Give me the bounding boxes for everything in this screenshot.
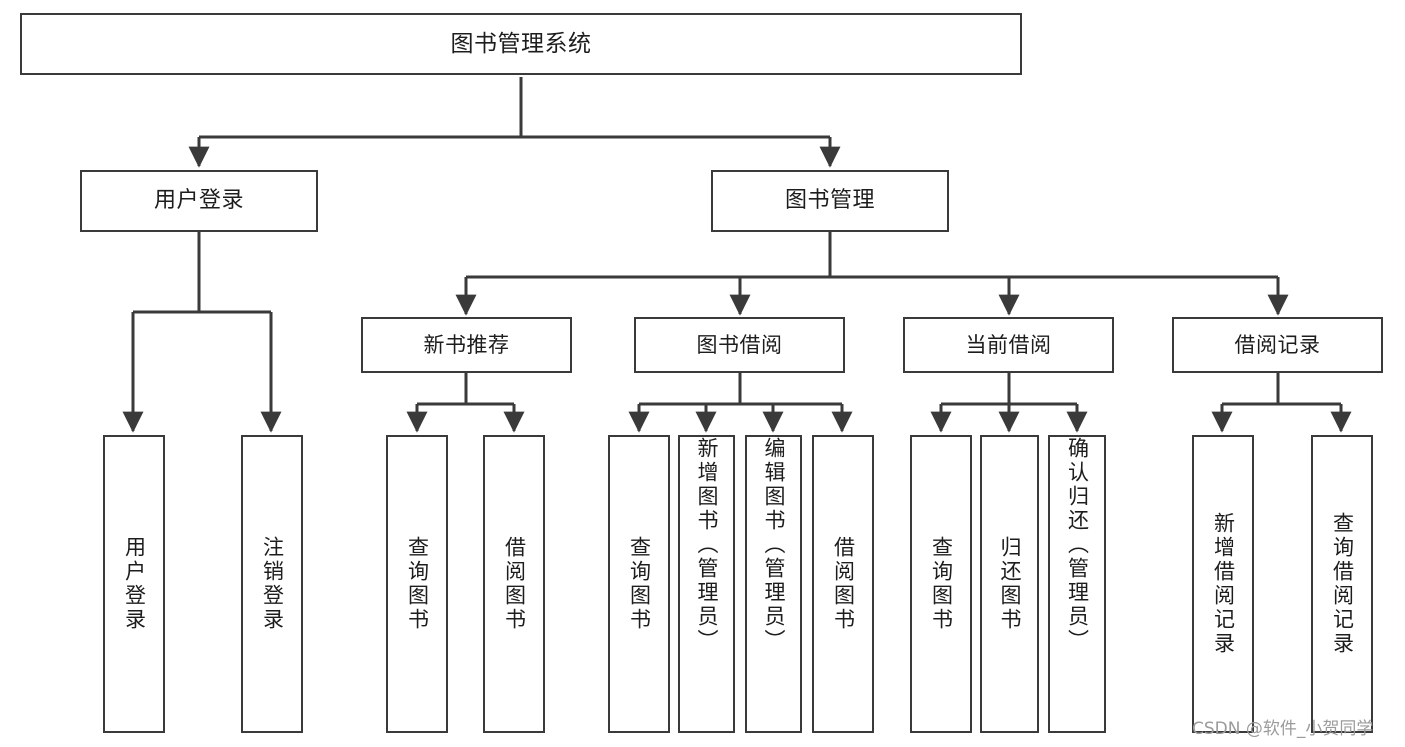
node-leaf-borrow-book[interactable]: 借阅图书 <box>812 435 874 733</box>
node-label: 查询借阅记录 <box>1330 512 1355 656</box>
watermark-text: CSDN @软件_小贺同学 <box>1192 719 1374 739</box>
node-label: 借阅图书 <box>831 536 856 632</box>
node-label: 借阅记录 <box>1234 332 1321 357</box>
node-label: 编辑图书（管理员） <box>762 437 786 653</box>
node-book-management[interactable]: 图书管理 <box>711 170 949 232</box>
node-leaf-add-book-admin[interactable]: 新增图书（管理员） <box>678 435 735 733</box>
node-label: 归还图书 <box>998 536 1022 632</box>
node-label: 新增图书（管理员） <box>695 437 719 653</box>
node-leaf-user-login[interactable]: 用户登录 <box>103 435 165 733</box>
node-leaf-logout[interactable]: 注销登录 <box>241 435 303 733</box>
node-leaf-return-book[interactable]: 归还图书 <box>980 435 1039 733</box>
node-label: 新增借阅记录 <box>1211 512 1236 656</box>
node-label: 用户登录 <box>122 536 147 632</box>
node-current-borrow[interactable]: 当前借阅 <box>903 317 1114 373</box>
node-label: 图书管理 <box>784 188 875 214</box>
node-label: 确认归还（管理员） <box>1065 437 1090 653</box>
node-label: 当前借阅 <box>965 332 1052 357</box>
node-book-borrow[interactable]: 图书借阅 <box>634 317 845 373</box>
node-leaf-query-book-new-rec[interactable]: 查询图书 <box>386 435 448 733</box>
node-root-book-management-system[interactable]: 图书管理系统 <box>20 13 1022 75</box>
node-user-login[interactable]: 用户登录 <box>80 170 318 232</box>
node-leaf-query-borrow-record[interactable]: 查询借阅记录 <box>1311 435 1373 733</box>
node-new-book-recommendation[interactable]: 新书推荐 <box>361 317 572 373</box>
node-leaf-confirm-return-admin[interactable]: 确认归还（管理员） <box>1048 435 1106 733</box>
node-leaf-add-borrow-record[interactable]: 新增借阅记录 <box>1192 435 1254 733</box>
node-leaf-query-book-borrow[interactable]: 查询图书 <box>608 435 670 733</box>
node-leaf-borrow-book-new-rec[interactable]: 借阅图书 <box>483 435 545 733</box>
node-label: 注销登录 <box>260 536 285 632</box>
node-label: 借阅图书 <box>502 536 527 632</box>
node-label: 查询图书 <box>627 536 652 632</box>
node-leaf-edit-book-admin[interactable]: 编辑图书（管理员） <box>745 435 802 733</box>
node-label: 查询图书 <box>929 536 954 632</box>
node-label: 查询图书 <box>405 536 430 632</box>
node-label: 图书借阅 <box>696 332 783 357</box>
node-label: 用户登录 <box>153 188 244 214</box>
node-leaf-query-book-current[interactable]: 查询图书 <box>910 435 972 733</box>
node-label: 图书管理系统 <box>450 30 592 57</box>
node-borrow-record[interactable]: 借阅记录 <box>1172 317 1383 373</box>
node-label: 新书推荐 <box>423 332 510 357</box>
